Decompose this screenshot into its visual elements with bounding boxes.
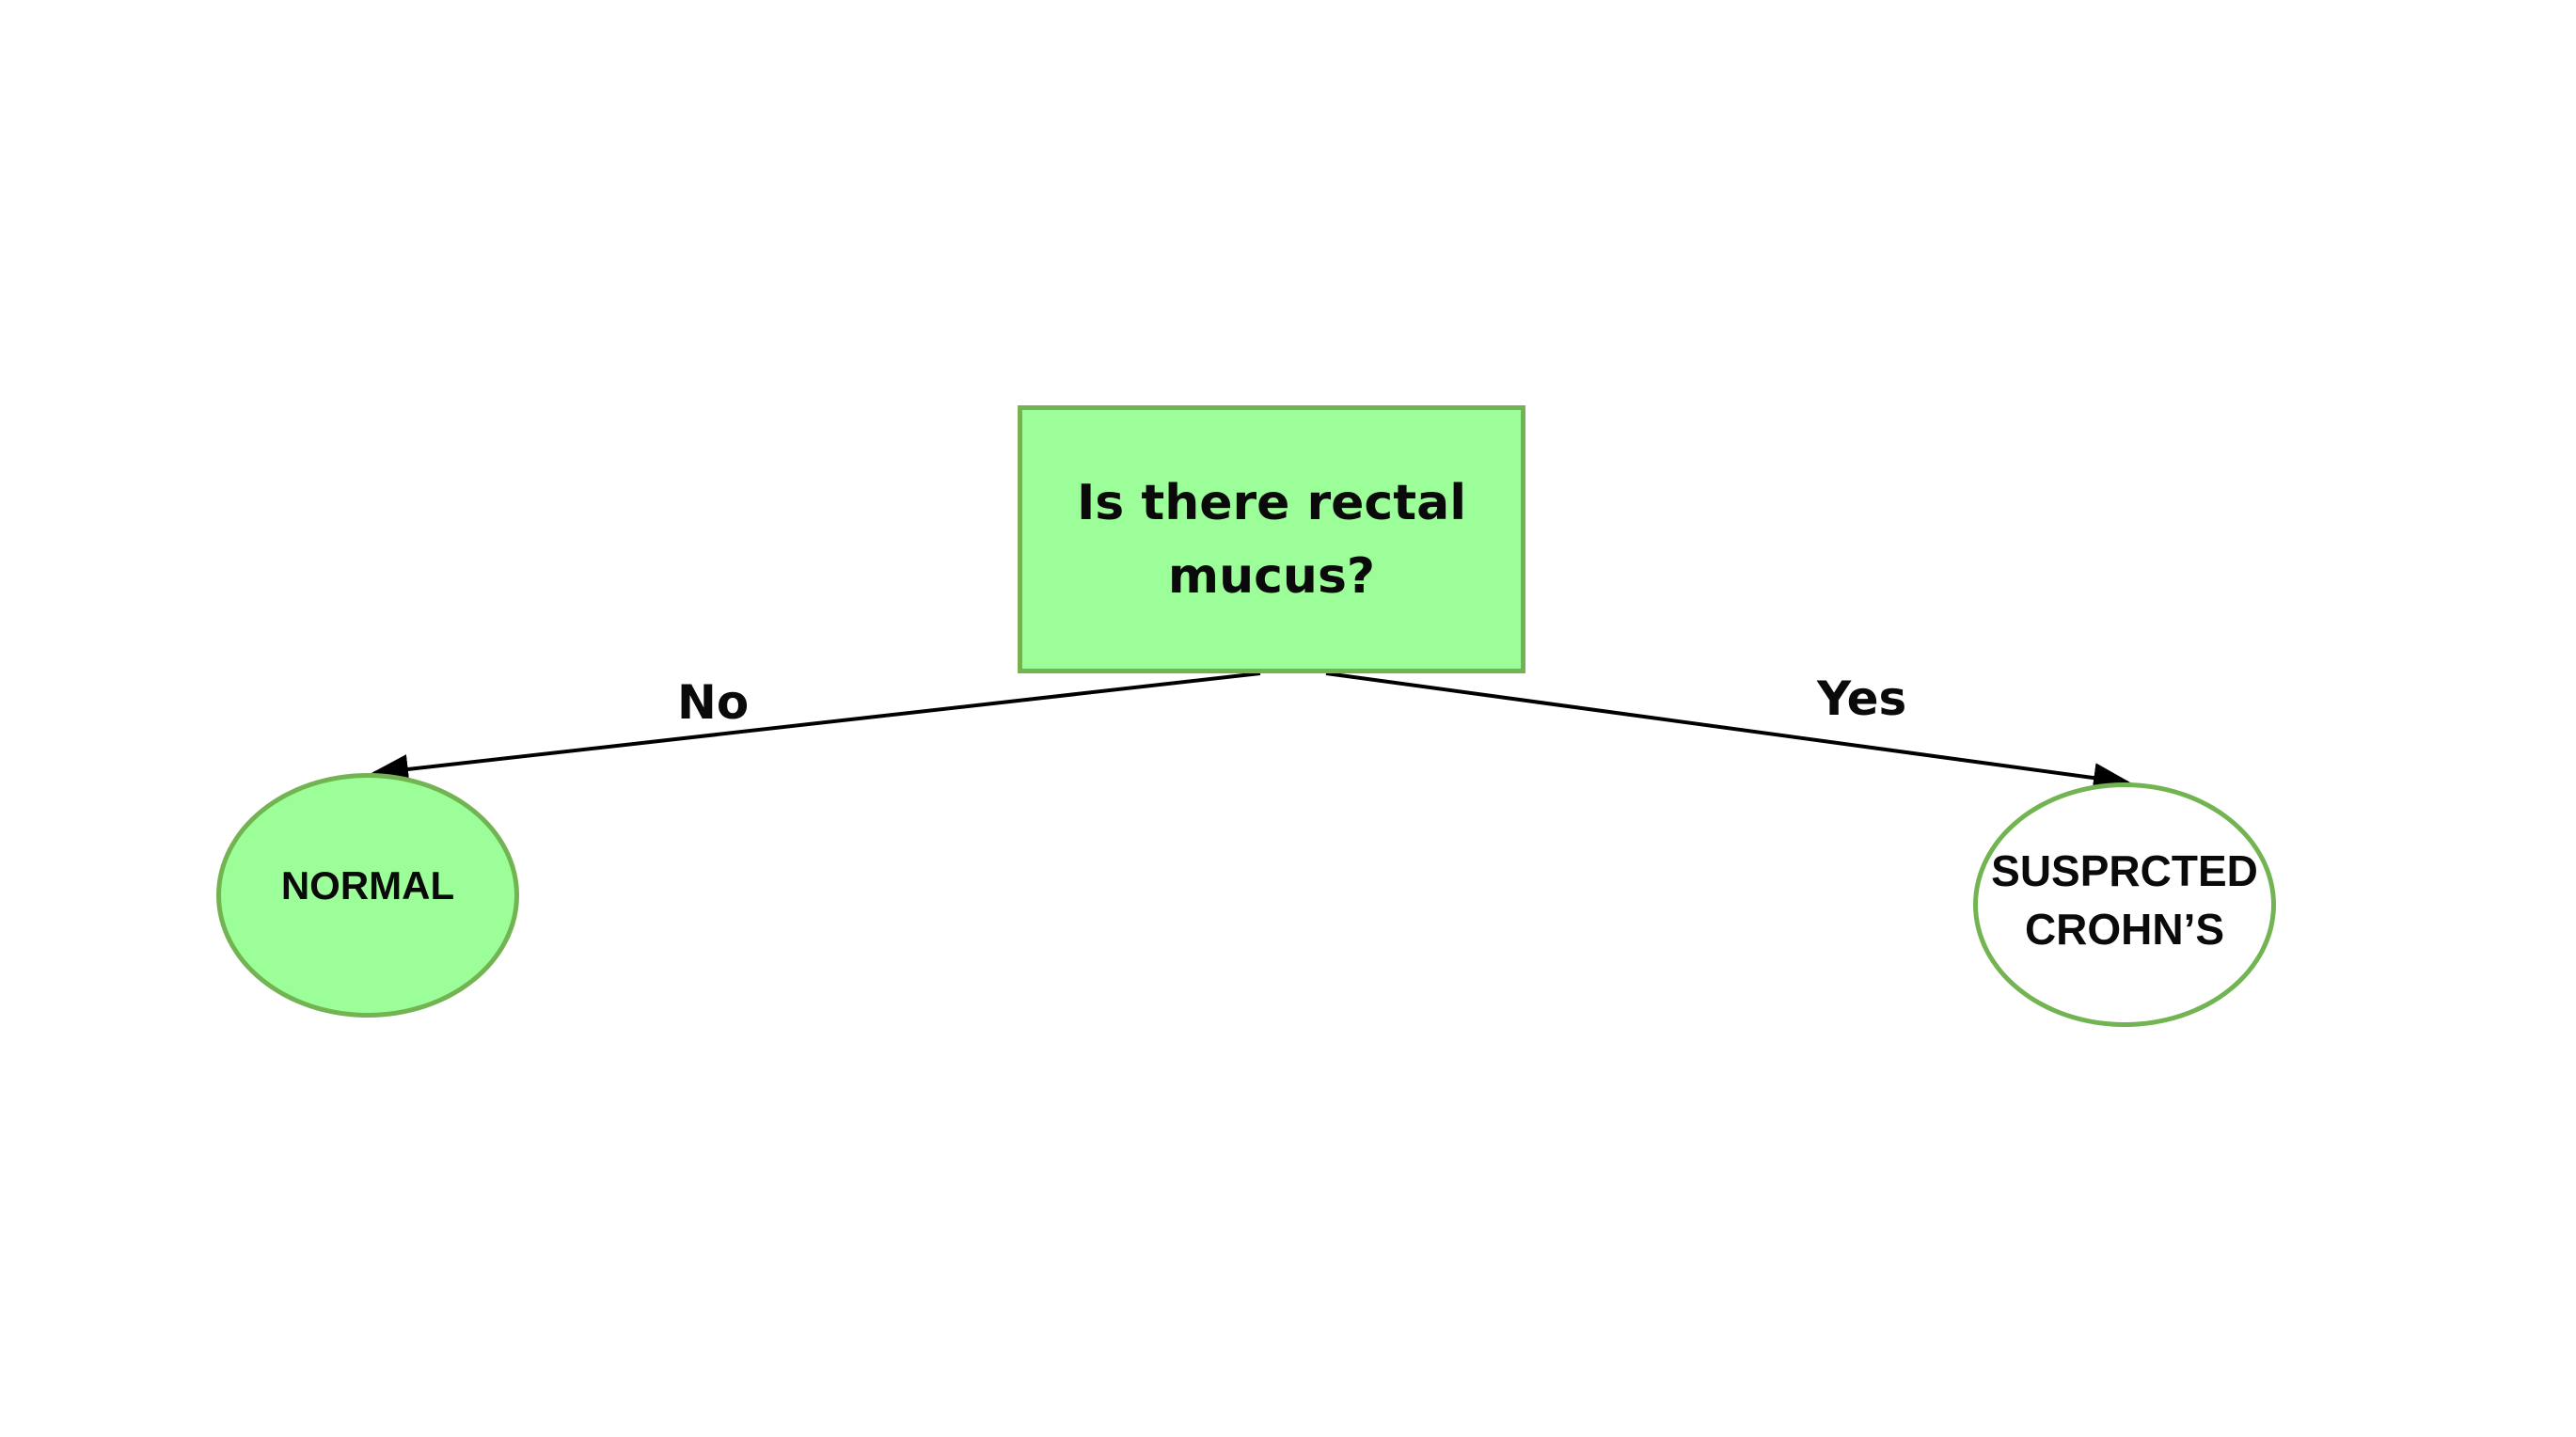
decision-box: Is there rectal mucus?: [1018, 405, 1525, 673]
outcome-crohns-line1: SUSPRCTED: [1991, 846, 2258, 895]
edge-label-yes: Yes: [1817, 671, 1907, 726]
connector-yes: [1325, 671, 2131, 793]
connector-no: [371, 671, 1261, 784]
outcome-crohns-label: SUSPRCTED CROHN’S: [1991, 842, 2258, 958]
outcome-normal-node: NORMAL: [216, 773, 519, 1018]
outcome-crohns-node: SUSPRCTED CROHN’S: [1973, 782, 2276, 1027]
outcome-crohns-line2: CROHN’S: [2024, 905, 2225, 954]
edge-label-no: No: [677, 675, 750, 730]
outcome-normal-label: NORMAL: [280, 863, 455, 908]
decision-question: Is there rectal mucus?: [1076, 474, 1467, 605]
